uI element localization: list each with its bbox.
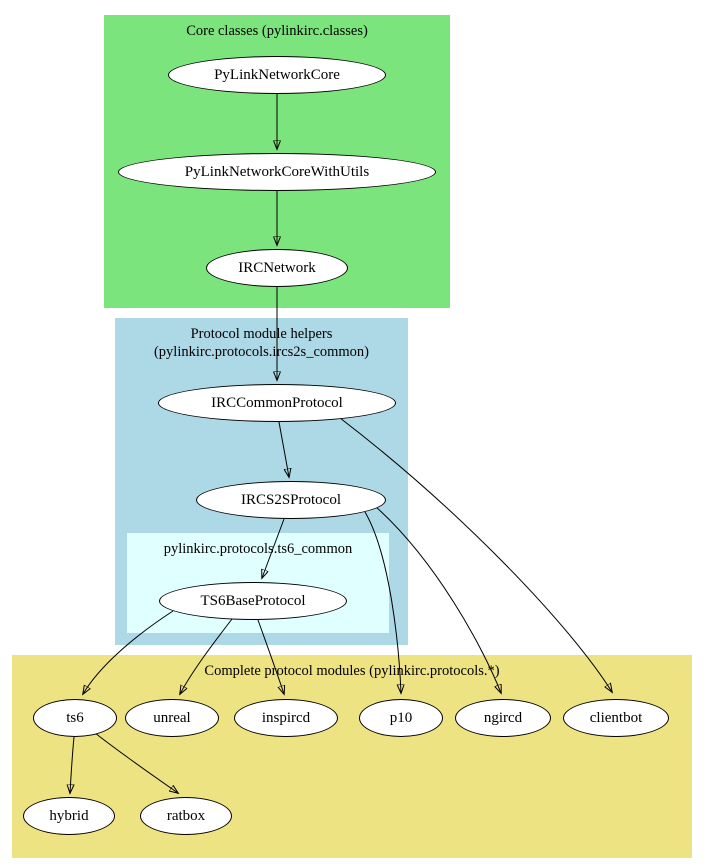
node-ts6baseprotocol: TS6BaseProtocol <box>159 582 347 620</box>
node-irccommonprotocol: IRCCommonProtocol <box>158 384 396 422</box>
node-ngircd: ngircd <box>455 699 551 737</box>
cluster-ts6-common-title: pylinkirc.protocols.ts6_common <box>163 541 353 557</box>
cluster-complete-modules-title: Complete protocol modules (pylinkirc.pro… <box>204 663 500 679</box>
node-pylinknetworkcore: PyLinkNetworkCore <box>168 56 386 94</box>
node-ircnetwork: IRCNetwork <box>206 249 348 287</box>
node-inspircd: inspircd <box>234 699 338 737</box>
node-unreal: unreal <box>125 699 219 737</box>
cluster-protocol-helpers-title-line2: (pylinkirc.protocols.ircs2s_common) <box>153 344 370 360</box>
cluster-protocol-helpers-title-line1: Protocol module helpers <box>190 326 333 342</box>
cluster-complete-modules: Complete protocol modules (pylinkirc.pro… <box>12 655 692 858</box>
node-pylinknetworkcorewithutils: PyLinkNetworkCoreWithUtils <box>118 153 436 191</box>
node-ircs2sprotocol: IRCS2SProtocol <box>196 481 386 519</box>
node-hybrid: hybrid <box>23 797 115 835</box>
node-ts6: ts6 <box>33 699 117 737</box>
cluster-protocol-helpers-title: Protocol module helpers (pylinkirc.proto… <box>115 325 408 361</box>
node-clientbot: clientbot <box>563 699 669 737</box>
node-ratbox: ratbox <box>140 797 232 835</box>
node-p10: p10 <box>359 699 443 737</box>
cluster-core-classes-title: Core classes (pylinkirc.classes) <box>186 23 368 39</box>
